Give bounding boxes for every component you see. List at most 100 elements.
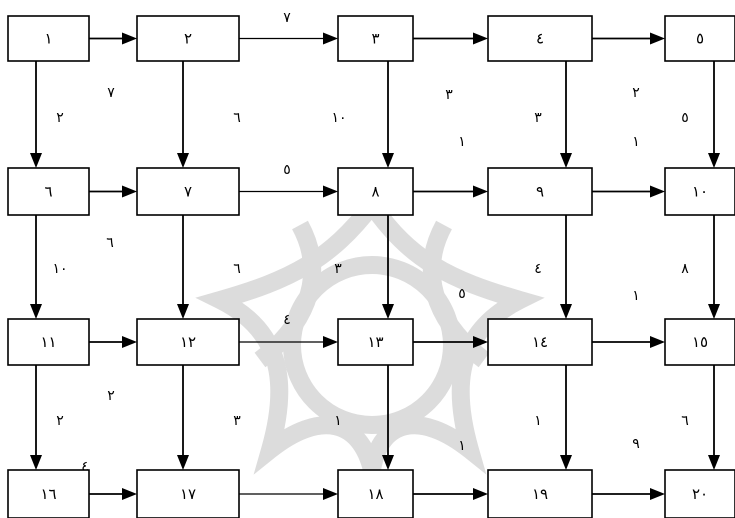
edge-label-4: ٢ bbox=[56, 110, 64, 126]
edge-label-5: ٦ bbox=[233, 110, 241, 126]
node-box bbox=[664, 318, 735, 366]
edge-label-8: ٢ bbox=[632, 85, 640, 101]
edge-label-15: ٦ bbox=[233, 261, 241, 277]
node-box bbox=[7, 318, 90, 366]
edge-10 bbox=[239, 336, 338, 348]
edge-21 bbox=[708, 61, 720, 168]
edge-18 bbox=[177, 61, 189, 168]
node-7: ٧ bbox=[136, 167, 240, 216]
node-box bbox=[136, 469, 240, 518]
edge-label-24: ٣ bbox=[233, 413, 241, 429]
edge-label-6: ١٠ bbox=[331, 110, 346, 126]
edge-label-25: ١ bbox=[334, 413, 342, 429]
edge-11 bbox=[413, 336, 488, 348]
node-label: ١٥ bbox=[692, 333, 708, 351]
edge-label-3: ٥ bbox=[283, 162, 291, 178]
edge-9 bbox=[89, 336, 137, 348]
edge-6 bbox=[239, 185, 338, 198]
node-18: ١٨ bbox=[337, 469, 414, 518]
edge-30 bbox=[560, 365, 572, 470]
edge-25 bbox=[560, 215, 572, 319]
node-1: ١ bbox=[7, 15, 90, 62]
node-box bbox=[664, 469, 735, 518]
edge-13 bbox=[89, 488, 137, 500]
edge-16 bbox=[592, 488, 665, 500]
edge-label-16: ٣ bbox=[334, 261, 342, 277]
node-4: ٤ bbox=[487, 15, 593, 62]
node-12: ١٢ bbox=[136, 318, 240, 366]
node-2: ٢ bbox=[136, 15, 240, 62]
node-box bbox=[487, 318, 593, 366]
node-box bbox=[7, 469, 90, 518]
node-label: ٥ bbox=[696, 30, 704, 48]
edge-label-28: ٩ bbox=[632, 436, 640, 452]
edge-14 bbox=[239, 488, 338, 500]
edge-label-26: ١ bbox=[458, 438, 466, 454]
node-16: ١٦ bbox=[7, 469, 90, 518]
node-box bbox=[664, 167, 735, 216]
node-label: ٢ bbox=[184, 30, 192, 48]
node-box bbox=[664, 15, 735, 62]
edge-24 bbox=[382, 215, 394, 319]
edge-label-9: ١ bbox=[458, 134, 466, 150]
edge-31 bbox=[708, 365, 720, 470]
node-label: ١٧ bbox=[180, 485, 196, 503]
edge-2 bbox=[239, 32, 338, 45]
edge-3 bbox=[413, 32, 488, 45]
edges-layer bbox=[30, 32, 720, 500]
node-box bbox=[337, 469, 414, 518]
edge-label-10: ٣ bbox=[534, 110, 542, 126]
node-label: ٧ bbox=[184, 183, 192, 201]
edge-4 bbox=[592, 32, 665, 45]
node-17: ١٧ bbox=[136, 469, 240, 518]
node-label: ١ bbox=[44, 30, 52, 48]
node-11: ١١ bbox=[7, 318, 90, 366]
node-label: ٦ bbox=[44, 183, 52, 201]
edge-label-11: ١ bbox=[632, 134, 640, 150]
node-box bbox=[136, 318, 240, 366]
edge-label-1: ٧ bbox=[283, 10, 291, 26]
node-label: ١٢ bbox=[180, 333, 196, 351]
edge-label-12: ٥ bbox=[681, 110, 689, 126]
edge-15 bbox=[413, 488, 488, 500]
node-14: ١٤ bbox=[487, 318, 593, 366]
edge-label-18: ٥ bbox=[458, 286, 466, 302]
node-box bbox=[136, 15, 240, 62]
node-box bbox=[136, 167, 240, 216]
edge-label-2: ٧ bbox=[107, 85, 115, 101]
node-box bbox=[487, 469, 593, 518]
edge-8 bbox=[592, 185, 665, 198]
edge-27 bbox=[30, 365, 42, 470]
node-label: ٩ bbox=[536, 183, 544, 201]
node-box bbox=[337, 167, 414, 216]
node-box bbox=[7, 15, 90, 62]
node-box bbox=[7, 167, 90, 216]
node-19: ١٩ bbox=[487, 469, 593, 518]
node-box bbox=[337, 15, 414, 62]
edge-label-19: ١ bbox=[632, 288, 640, 304]
edge-19 bbox=[382, 61, 394, 168]
edge-28 bbox=[177, 365, 189, 470]
edge-12 bbox=[592, 336, 665, 348]
node-5: ٥ bbox=[664, 15, 735, 62]
node-label: ١٣ bbox=[367, 333, 383, 351]
edge-5 bbox=[89, 185, 137, 198]
node-label: ٣ bbox=[371, 30, 379, 48]
edge-label-13: ٦ bbox=[106, 235, 114, 251]
node-label: ٤ bbox=[536, 30, 544, 48]
edge-26 bbox=[708, 215, 720, 319]
edge-label-30: ٤ bbox=[81, 459, 89, 475]
node-20: ٢٠ bbox=[664, 469, 735, 518]
node-box bbox=[487, 15, 593, 62]
edge-label-7: ٣ bbox=[445, 87, 453, 103]
edge-1 bbox=[89, 32, 137, 45]
node-label: ٢٠ bbox=[692, 485, 708, 503]
node-9: ٩ bbox=[487, 167, 593, 216]
node-box bbox=[487, 167, 593, 216]
node-13: ١٣ bbox=[337, 318, 414, 366]
edge-7 bbox=[413, 185, 488, 198]
node-label: ١٩ bbox=[532, 485, 548, 503]
node-15: ١٥ bbox=[664, 318, 735, 366]
